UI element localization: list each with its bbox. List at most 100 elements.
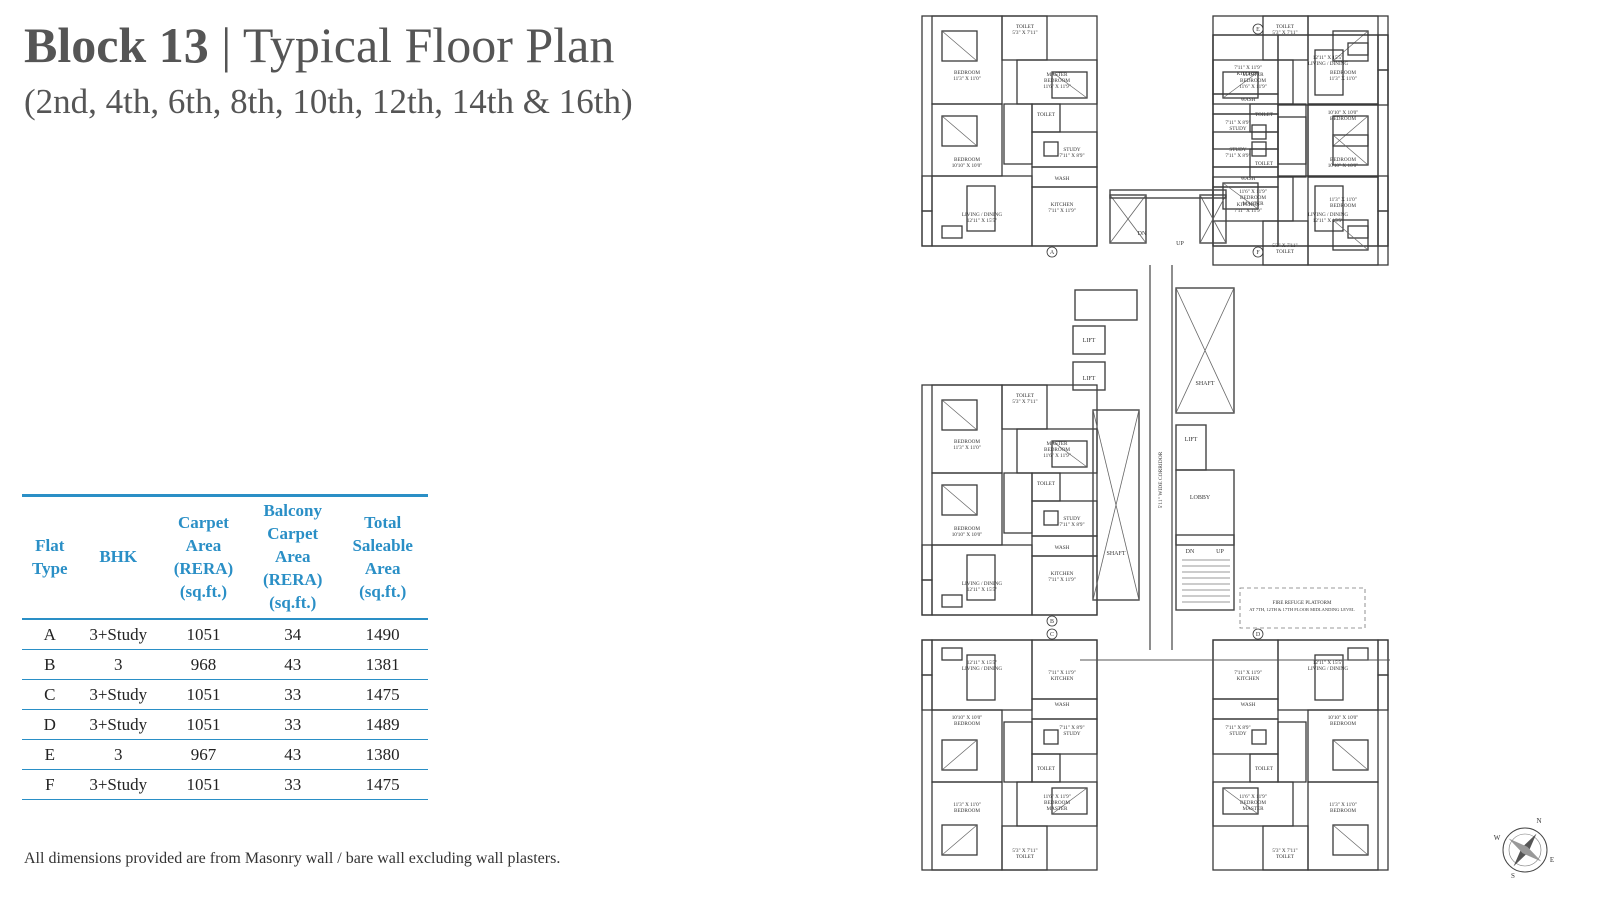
lift-duct [1074,289,1138,321]
room-label: LIVING / DINING [962,666,1003,672]
table-cell: 1475 [337,679,428,710]
room-label: BEDROOM [1330,721,1356,727]
bed [1332,134,1369,166]
room-label: STUDY [1229,147,1247,153]
room-label: 12'11" X 15'5" [1313,660,1343,666]
sofa [941,594,963,608]
table-cell: E [22,739,78,770]
stair-right [1199,194,1227,244]
toilet-room [1001,384,1048,430]
room-label: BEDROOM [954,808,980,814]
column-header-line: Flat [35,535,65,555]
room-label: 12'11" X 15'5" [967,587,997,593]
room-label: BEDROOM [1330,203,1356,209]
stair-up-label: UP [1216,549,1224,555]
room-label: 11'6" X 11'9" [1239,189,1267,195]
fixture-line [1222,787,1259,815]
flat-tag-circle [1046,246,1058,258]
room-label: LIVING / DINING [1308,212,1349,218]
footnote: All dimensions provided are from Masonry… [24,850,561,867]
fixture-line [941,30,978,62]
room-label: 7'11" X 11'9" [1048,670,1076,676]
refuge-label-2: AT 7TH, 12TH & 17TH FLOOR MIDLANDING LEV… [1249,607,1355,613]
table-cell: 33 [248,709,338,740]
room-label: TOILET [1016,854,1035,860]
fixture-line [1332,134,1369,166]
room-label: LIVING / DINING [962,212,1003,218]
study-chair [1043,510,1059,526]
dining-table [1314,185,1344,232]
room-label: 11'3" X 11'0" [1329,197,1357,203]
fixture-line [1332,219,1369,251]
room-label: TOILET [1037,481,1056,487]
passage [1003,103,1033,165]
balcony [1377,69,1389,106]
room-label: WASH [1055,545,1070,551]
table-cell: F [22,769,78,800]
shaft-label: SHAFT [1195,381,1214,387]
compass-letter: W [1494,834,1501,842]
compass-needle [1508,838,1542,862]
bed [1222,787,1259,815]
room-label: 5'3" X 7'11" [1272,848,1297,854]
room-label: 7'11" X 11'9" [1234,65,1262,71]
table-cell: 3 [77,649,159,680]
table-cell: 34 [248,619,338,650]
kitchen-room [1031,555,1098,616]
shaft-left-line [1092,409,1140,601]
dining-table [1314,654,1344,701]
study-chair [1251,124,1267,140]
table-cell: 33 [248,769,338,800]
table-cell: 968 [158,649,249,680]
table-cell: 3+Study [77,619,159,650]
study-chair [1251,729,1267,745]
room-label: 10'10" X 10'0" [952,715,983,721]
room-label: 12'11" X 15'5" [967,660,997,666]
room-label: KITCHEN [1051,571,1074,577]
balcony-below [1377,210,1389,247]
table-cell: 3 [77,739,159,770]
room-label: WASH [1241,702,1256,708]
bed [1051,787,1088,815]
bed [1222,71,1259,99]
table-cell: 1051 [158,619,249,650]
room-label: BEDROOM [1240,78,1266,84]
column-header-line: Balcony [263,501,322,520]
room-label: 11'6" X 11'9" [1043,453,1071,459]
table-cell: 1490 [337,619,428,650]
stair-dn-label: DN [1138,231,1147,237]
fixture-line [1051,440,1088,468]
title-block: Block 13 [24,17,209,73]
room-label: 7'11" X 11'9" [1048,208,1076,214]
bed [941,484,978,516]
room-label: WASH [1055,176,1070,182]
lift-3 [1175,424,1207,471]
lift-2 [1072,361,1106,391]
flat-tag-circle [1046,628,1058,640]
room-label: 12'11" X 15'5" [1313,218,1343,224]
room-label: 10'10" X 10'0" [1328,110,1359,116]
room-label: 7'11" X 11'9" [1234,208,1262,214]
sofa [1347,42,1369,56]
balcony [921,175,933,212]
kitchen-room [1031,186,1098,247]
column-header-line: Area [364,558,401,578]
toilet-room [1262,15,1309,61]
room-label: TOILET [1276,24,1295,30]
balcony-below [921,210,933,247]
study-chair [1043,729,1059,745]
flat-tag-label: D [1256,632,1261,638]
column-header-line: (RERA) [173,558,234,578]
dining-table [966,185,996,232]
room-label: BEDROOM [954,721,980,727]
column-header-line: Total [364,512,402,532]
lobby [1175,469,1235,546]
